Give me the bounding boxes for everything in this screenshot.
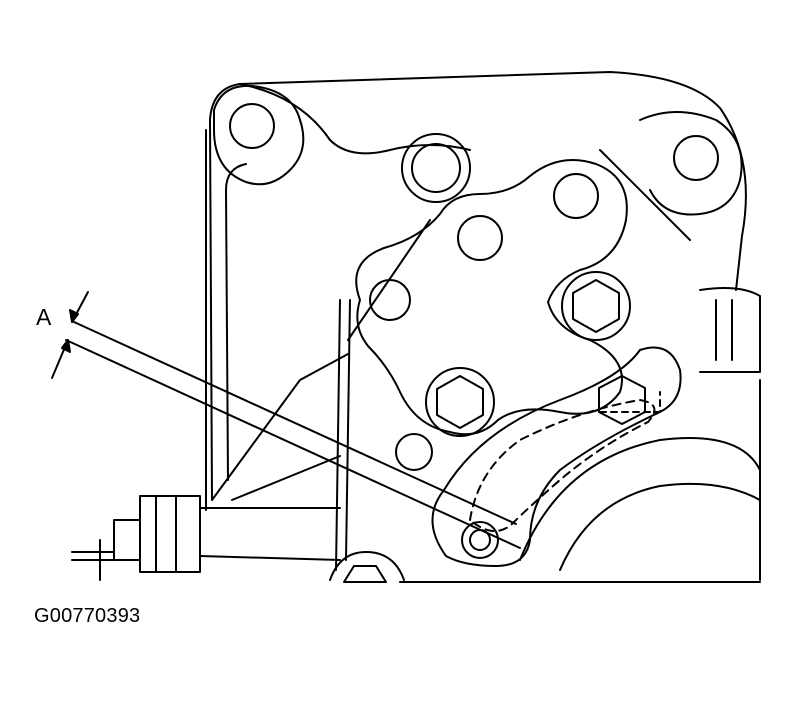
top-bolt-inner: [411, 143, 461, 193]
top-bolt-outer: [401, 133, 471, 203]
lever-bolt-head: [598, 375, 646, 425]
vertical-strut: [335, 299, 341, 571]
lower-right-boss: [519, 437, 761, 561]
figure-id: G00770393: [34, 605, 141, 627]
shaft-coupling: [139, 495, 201, 573]
upper-left-bolt-hole: [229, 103, 275, 149]
upper-right-ear: [639, 111, 743, 216]
lever-pivot-outer: [461, 521, 499, 559]
shaft-lower-edge: [199, 555, 341, 561]
lower-nut-head: [343, 565, 387, 583]
diagonal-strut-upper: [599, 149, 691, 241]
dimension-label-a: A: [36, 304, 52, 330]
lever-arm-dashed-inner: [469, 399, 656, 532]
housing-inner-edge: [225, 163, 247, 481]
upper-right-bolt-hole: [673, 135, 719, 181]
right-bolt-head: [572, 279, 620, 333]
dimension-line-lower: [65, 339, 521, 549]
lever-arm-outline: [431, 346, 682, 567]
dimension-arrowhead-lower: [61, 339, 71, 353]
center-bolt-washer: [425, 367, 495, 437]
right-housing-slot: [715, 299, 733, 361]
plate-hole-middle: [457, 215, 503, 261]
housing-outline: [209, 71, 747, 501]
diagonal-strut: [347, 219, 431, 341]
lever-bolt-dashed: [599, 391, 661, 413]
dimension-line-upper: [73, 321, 517, 525]
housing-top-lip: [239, 83, 471, 155]
shaft-end-stub: [71, 539, 115, 581]
right-bolt-washer: [561, 271, 631, 341]
shaft-coupling-rib: [155, 495, 177, 573]
left-strut-2: [231, 455, 341, 501]
plate-hole-lower: [395, 433, 433, 471]
mounting-plate-outline: [355, 159, 628, 436]
dimension-arrowhead-upper: [69, 309, 79, 323]
upper-left-ear: [213, 84, 305, 186]
lower-nut-boss: [329, 551, 405, 581]
center-bolt-head: [436, 375, 484, 429]
lower-right-boss-inner: [559, 482, 761, 571]
plate-hole-top-right: [553, 173, 599, 219]
vertical-strut-2: [345, 299, 351, 561]
shaft-end-fitting: [113, 519, 141, 561]
left-strut: [211, 353, 349, 501]
right-housing-detail: [699, 287, 761, 373]
